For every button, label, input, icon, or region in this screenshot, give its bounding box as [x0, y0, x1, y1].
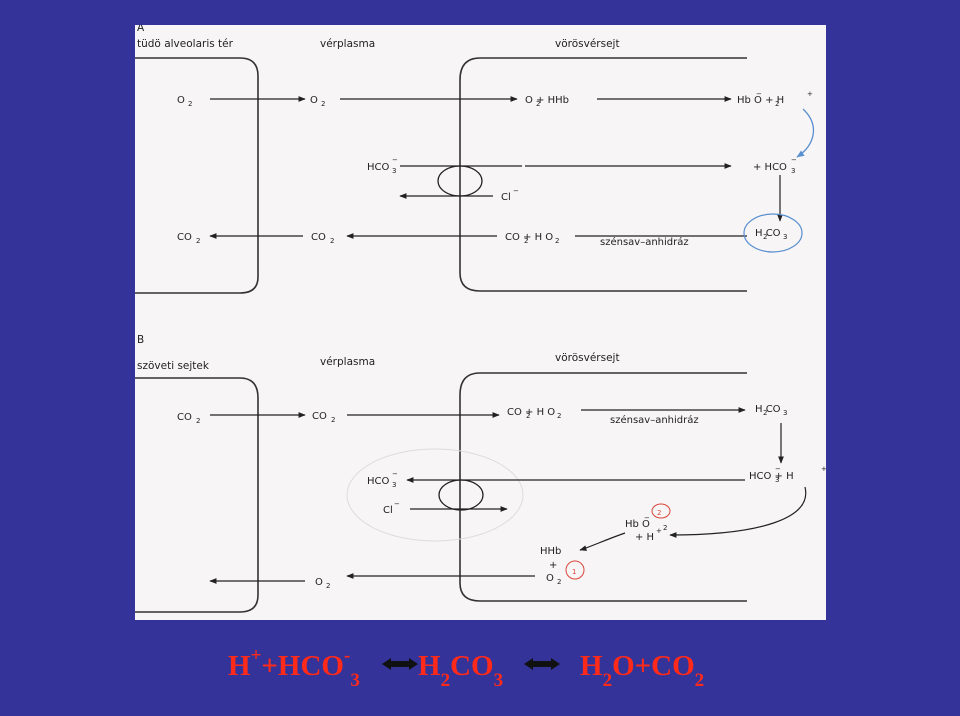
double-arrow-icon	[382, 658, 418, 670]
panel-a-label: A	[137, 25, 145, 34]
eq-water-co2-side: H2O+CO2	[580, 650, 705, 691]
b-o2-plasma: O	[315, 577, 323, 588]
panel-a-col-rbc: vörösvérsejt	[555, 38, 620, 50]
a-o2-plasma: O	[310, 95, 318, 106]
svg-text:2: 2	[557, 412, 561, 420]
eq-carbonic-acid: H2CO3	[418, 650, 504, 691]
a-co2-alveolar: CO	[177, 232, 192, 243]
svg-text:2: 2	[524, 237, 528, 245]
svg-text:2: 2	[196, 237, 200, 245]
b-cl: Cl	[383, 505, 393, 516]
panel-a-rbc-membrane	[459, 57, 747, 292]
panel-a-alveolar-wall	[135, 57, 259, 294]
svg-text:−: −	[394, 500, 400, 508]
svg-text:−: −	[392, 470, 398, 478]
svg-text:3: 3	[791, 167, 795, 175]
a-cl: Cl	[501, 192, 511, 203]
b-red-circle-1	[565, 560, 585, 580]
panel-a-col-plasma: vérplasma	[320, 38, 375, 50]
b-hco3-plasma: HCO	[367, 476, 390, 487]
diagram-scan: A tüdö alveolaris tér vérplasma vörösvér…	[135, 22, 827, 620]
a-hco3-rbc: + HCO	[753, 162, 787, 173]
svg-text:−: −	[791, 156, 797, 164]
panel-b-col-plasma: vérplasma	[320, 356, 375, 368]
svg-text:+: +	[656, 527, 662, 535]
panel-b-rbc-membrane	[459, 372, 747, 602]
svg-text:2: 2	[557, 578, 561, 586]
svg-text:3: 3	[392, 481, 396, 489]
double-arrow-icon	[524, 658, 560, 670]
panel-b-tissue-wall	[135, 377, 259, 613]
svg-text:3: 3	[775, 476, 779, 484]
svg-text:3: 3	[783, 409, 787, 417]
svg-text:2: 2	[330, 237, 334, 245]
b-enzyme: szénsav–anhidráz	[610, 414, 699, 426]
panel-a-col-alveolar: tüdö alveolaris tér	[137, 38, 234, 50]
panel-b-col-rbc: vörösvérsejt	[555, 352, 620, 364]
b-hbo2: Hb O	[625, 519, 650, 530]
b-co2-plasma: CO	[312, 411, 327, 422]
panel-b-col-tissue: szöveti sejtek	[137, 360, 210, 372]
svg-text:2: 2	[326, 582, 330, 590]
b-hco3-h-products: HCO + H	[749, 471, 794, 482]
a-h2co3: H CO	[755, 228, 781, 239]
a-co2-plasma: CO	[311, 232, 326, 243]
a-enzyme: szénsav–anhidráz	[600, 236, 689, 248]
svg-text:−: −	[392, 156, 398, 164]
b-faint-circle	[346, 448, 524, 542]
svg-text:2: 2	[663, 524, 667, 532]
svg-text:−: −	[775, 465, 781, 473]
b-annotation-1: 1	[572, 568, 576, 576]
b-h2co3: H CO	[755, 404, 781, 415]
b-annotation-2: 2	[657, 509, 661, 517]
b-arrow-to-hhb	[579, 532, 626, 551]
svg-text:2: 2	[321, 100, 325, 108]
b-plus-h: + H	[635, 532, 654, 543]
b-plus: +	[549, 560, 557, 571]
svg-text:2: 2	[536, 100, 540, 108]
b-hhb: HHb	[540, 546, 561, 557]
a-o2-hhb: O + HHb	[525, 95, 569, 106]
svg-text:2: 2	[188, 100, 192, 108]
svg-text:2: 2	[775, 100, 779, 108]
svg-text:2: 2	[196, 417, 200, 425]
svg-text:−: −	[756, 90, 762, 98]
a-blue-h-transfer-arrow	[796, 108, 815, 158]
a-co2-h2o: CO + H O	[505, 232, 553, 243]
svg-text:2: 2	[763, 409, 767, 417]
a-hbo2-product: Hb O + H	[737, 95, 784, 106]
b-anion-exchanger	[438, 479, 484, 511]
a-o2-alveolar: O	[177, 95, 185, 106]
eq-bicarbonate-side: H++HCO-3	[228, 645, 360, 691]
gas-exchange-diagram: A tüdö alveolaris tér vérplasma vörösvér…	[135, 22, 827, 613]
equilibrium-equation: H++HCO-3 H2CO3 H2O+CO2	[0, 640, 960, 700]
svg-text:3: 3	[783, 233, 787, 241]
svg-text:−: −	[513, 187, 519, 195]
panel-b-label: B	[137, 334, 144, 346]
b-red-circle-2	[651, 503, 671, 519]
b-arrow-h-to-hb	[669, 486, 807, 538]
svg-text:2: 2	[526, 412, 530, 420]
b-o2-rbc: O	[546, 573, 554, 584]
svg-text:3: 3	[392, 167, 396, 175]
svg-text:2: 2	[555, 237, 559, 245]
svg-text:−: −	[644, 514, 650, 522]
b-co2-h2o: CO + H O	[507, 407, 555, 418]
svg-text:+: +	[821, 465, 826, 473]
svg-text:2: 2	[331, 416, 335, 424]
svg-text:+: +	[807, 90, 813, 98]
svg-text:2: 2	[763, 233, 767, 241]
a-blue-circle-h2co3	[743, 213, 803, 253]
a-hco3-plasma: HCO	[367, 162, 390, 173]
b-co2-tissue: CO	[177, 412, 192, 423]
